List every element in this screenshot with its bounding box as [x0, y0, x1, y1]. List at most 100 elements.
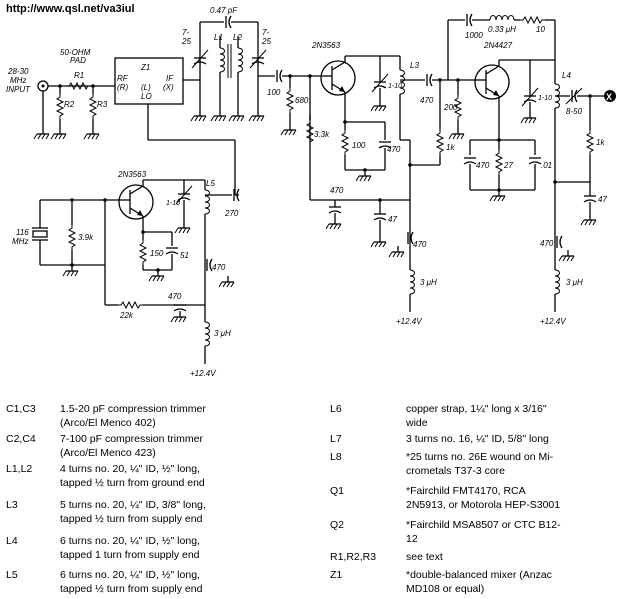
- choke-3uh-b: [554, 269, 560, 295]
- label-trim-725b-top: 7-: [262, 28, 269, 37]
- label-z1: Z1: [140, 63, 150, 72]
- part-ref: L7: [330, 433, 342, 445]
- trimmer-c2: [249, 49, 267, 69]
- resistor-1kb: [586, 129, 594, 156]
- coil-033uh: [489, 15, 515, 21]
- label-l-3uh-b: 3 μH: [566, 278, 583, 287]
- part-desc-line: MD108 or equal): [406, 583, 485, 595]
- label-c-01: .01: [541, 161, 552, 170]
- label-r-10: 10: [536, 25, 545, 34]
- label-q2: 2N4427: [483, 41, 513, 50]
- part-ref: L8: [330, 451, 342, 463]
- input-connector-icon[interactable]: [37, 80, 49, 92]
- part-desc-line: (Arco/El Menco 423): [60, 447, 156, 459]
- transistor-q2: [472, 64, 510, 100]
- label-l-033uh: 0.33 μH: [488, 25, 516, 34]
- trimmer-c1: [191, 49, 209, 69]
- label-r-150: 150: [150, 249, 164, 258]
- part-desc-line: 12: [406, 533, 418, 545]
- label-trim-110c: 1-10: [166, 200, 180, 207]
- part-ref: L4: [6, 535, 18, 547]
- part-desc-line: tapped 1 turn from supply end: [60, 549, 200, 561]
- resistor-r2: [56, 93, 64, 120]
- label-r2: R2: [64, 100, 75, 109]
- part-ref: L6: [330, 403, 342, 415]
- label-r3: R3: [97, 100, 108, 109]
- parts-list: C1,C3 1.5-20 pF compression trimmer (Arc…: [0, 398, 624, 598]
- mixer-z1: [114, 57, 184, 105]
- transistor-q3: [112, 184, 154, 220]
- input-label-input: INPUT: [6, 85, 31, 94]
- capacitor-47b: [583, 195, 597, 203]
- label-r-39k: 3.9k: [78, 233, 94, 242]
- coil-l5: [204, 189, 210, 215]
- label-v124-b: +12.4V: [540, 317, 566, 326]
- label-q3: 2N3563: [117, 170, 147, 179]
- label-cap-047pf: 0.47 pF: [210, 6, 238, 15]
- capacitor-470b: [328, 206, 342, 214]
- capacitor-1000: [466, 13, 473, 27]
- part-desc-line: (Arco/El Menco 402): [60, 417, 156, 429]
- label-trim-725b-bot: 25: [261, 37, 271, 46]
- label-r-680: 680: [295, 96, 309, 105]
- resistor-10: [519, 16, 546, 24]
- label-c-470f: 470: [476, 161, 490, 170]
- label-trim-110a: 1-10: [388, 83, 402, 90]
- resistor-r3: [89, 93, 97, 120]
- crystal-116mhz: [32, 227, 48, 241]
- label-l-3uh-c: 3 μH: [214, 329, 231, 338]
- label-r-22k: 22k: [119, 311, 134, 320]
- part-ref: Q2: [330, 519, 345, 531]
- label-trim-725a-top: 7-: [182, 28, 189, 37]
- choke-3uh-c: [204, 321, 210, 347]
- part-desc-line: *Fairchild FMT4170, RCA: [406, 485, 526, 497]
- resistor-100: [341, 129, 349, 156]
- label-z1-r: (R): [117, 83, 128, 92]
- label-c-470i: 470: [168, 292, 182, 301]
- part-desc-line: *25 turns no. 26E wound on Mi-: [406, 451, 554, 463]
- part-ref: L3: [6, 499, 18, 511]
- trimmer-110c: [175, 185, 193, 205]
- part-desc-line: crometals T37-3 core: [406, 465, 506, 477]
- part-desc-line: 6 turns no. 20, ¼" ID, ½" long,: [60, 535, 200, 547]
- capacitor-470e: [426, 73, 433, 87]
- resistor-22k: [117, 301, 144, 309]
- part-desc-line: 1.5-20 pF compression trimmer: [60, 403, 206, 415]
- label-out-x: X: [606, 92, 612, 102]
- capacitor-51: [165, 247, 179, 255]
- part-desc-line: copper strap, 1¼" long x 3/16": [406, 403, 547, 415]
- pad-label-ohm: 50-OHM: [60, 48, 91, 57]
- capacitor-470i: [173, 304, 187, 312]
- label-c-470h: 470: [212, 263, 226, 272]
- label-z1-x: (X): [163, 83, 174, 92]
- trimmer-110a: [371, 73, 389, 93]
- part-desc-line: *double-balanced mixer (Anzac: [406, 569, 552, 581]
- label-q1: 2N3563: [311, 41, 341, 50]
- label-v124-c: +12.4V: [190, 369, 216, 378]
- capacitor-047pf: [225, 15, 232, 29]
- part-ref: Q1: [330, 485, 345, 497]
- label-trim-725a-bot: 25: [181, 37, 191, 46]
- label-z1-if: IF: [166, 74, 174, 83]
- circuit-schematic: http://www.qsl.net/va3iul 28-30 MHz INPU…: [6, 3, 616, 378]
- capacitor-100: [276, 69, 283, 83]
- resistor-150: [139, 239, 147, 266]
- resistor-680: [286, 87, 294, 114]
- part-desc-line: 2N5913, or Motorola HEP-S3001: [406, 499, 561, 511]
- label-r-33k: 3.3k: [314, 130, 330, 139]
- capacitor-01: [528, 157, 542, 165]
- label-r-1kb: 1k: [596, 138, 605, 147]
- header-url[interactable]: http://www.qsl.net/va3iul: [6, 3, 135, 15]
- input-label-freq: 28-30: [7, 67, 29, 76]
- resistor-27: [495, 149, 503, 176]
- output-terminal-icon[interactable]: [604, 90, 616, 102]
- trimmer-850: [565, 87, 583, 105]
- label-r-1k: 1k: [446, 143, 455, 152]
- capacitor-470f: [463, 157, 477, 165]
- label-l-3uh-a: 3 μH: [420, 278, 437, 287]
- label-c-51: 51: [180, 251, 189, 260]
- label-c-470e: 470: [420, 96, 434, 105]
- label-c-470b: 470: [330, 186, 344, 195]
- part-desc-line: see text: [406, 551, 443, 563]
- label-z1-rf: RF: [117, 74, 129, 83]
